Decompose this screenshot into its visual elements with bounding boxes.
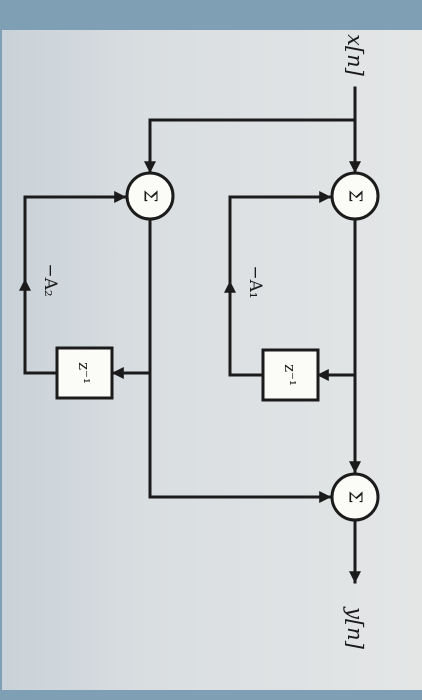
gain-1-label: −A₁ [245, 265, 265, 298]
sum-node-1: Σ [330, 171, 380, 221]
sum-output-symbol: Σ [345, 491, 366, 504]
sum-node-output: Σ [330, 472, 380, 522]
gain-2-label: −A₂ [40, 263, 60, 296]
sum-1-symbol: Σ [345, 190, 366, 203]
delay-1-label: z⁻¹ [281, 364, 299, 386]
delay-block-2: z⁻¹ [55, 346, 114, 400]
output-label: y[n] [343, 606, 367, 650]
delay-2-label: z⁻¹ [75, 362, 93, 384]
input-label: x[n] [343, 34, 367, 77]
delay-block-1: z⁻¹ [261, 348, 320, 402]
sum-node-2: Σ [125, 171, 175, 221]
sum-2-symbol: Σ [140, 190, 161, 203]
